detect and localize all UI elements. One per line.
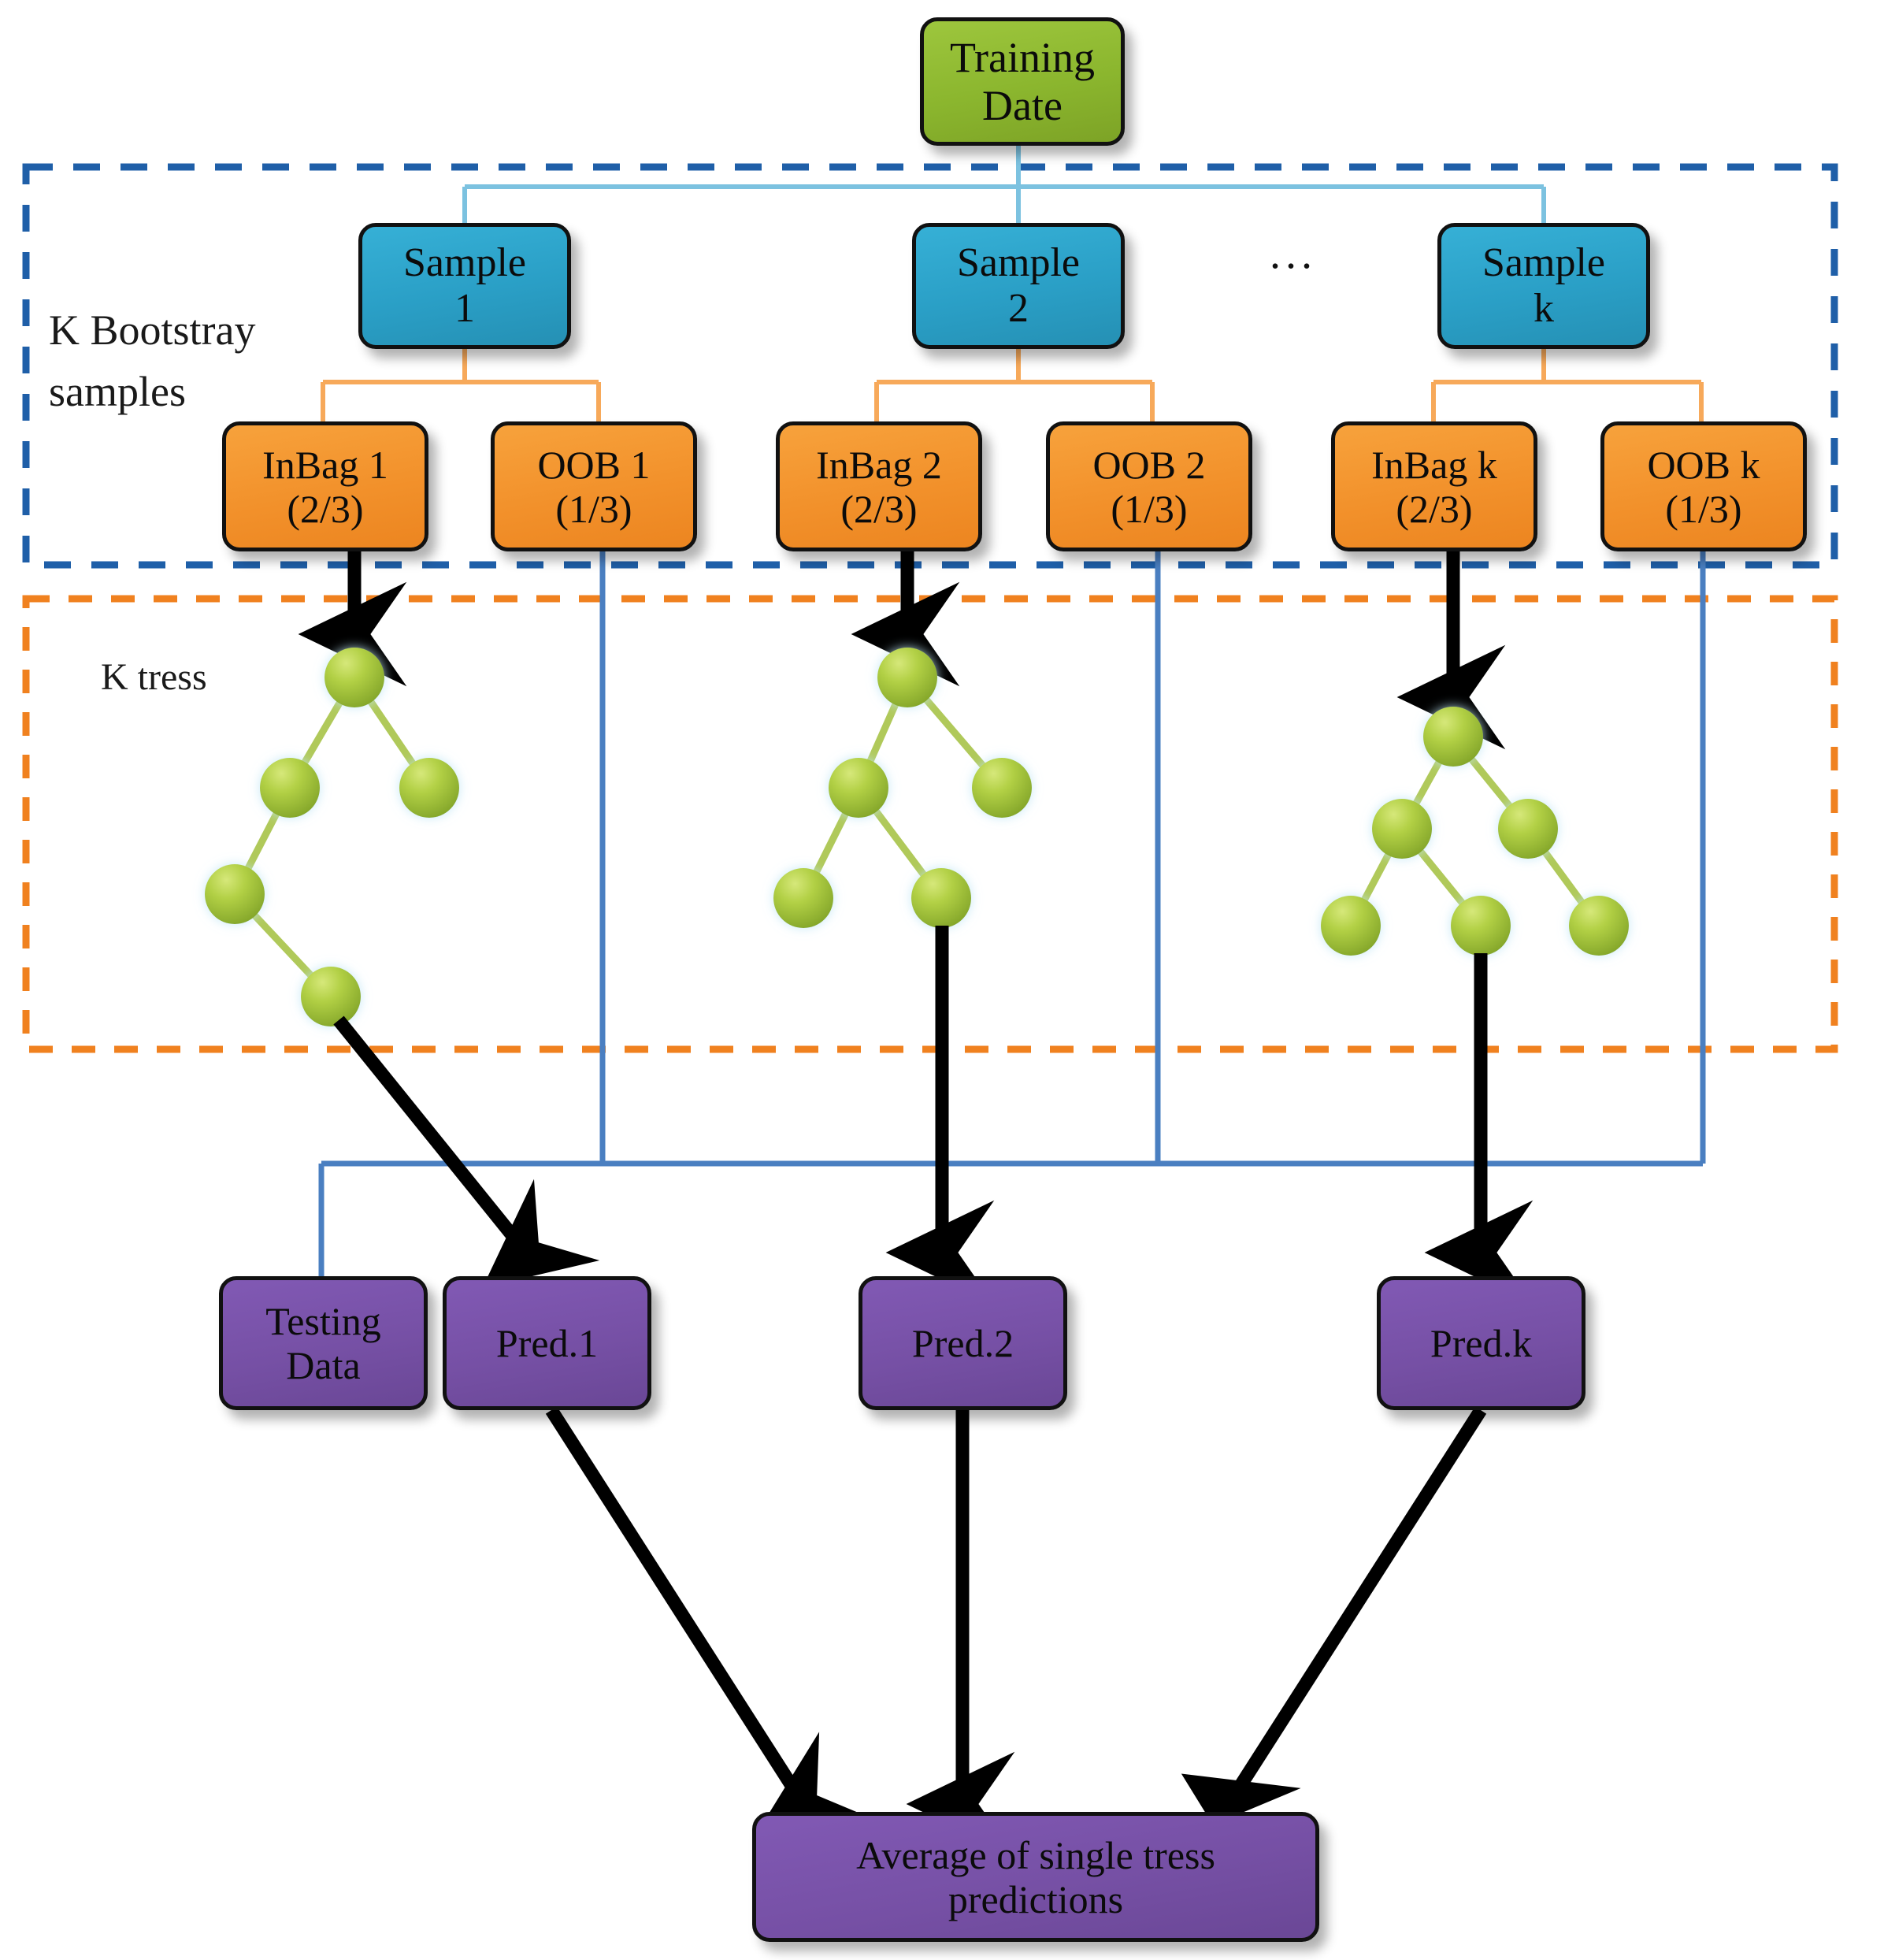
sample-2-box[interactable]: Sample 2	[912, 223, 1125, 349]
decision-tree-3	[1321, 707, 1629, 956]
prediction-2-box[interactable]: Pred.2	[859, 1276, 1067, 1410]
connector-samples-to-partitions	[321, 349, 1704, 421]
connector-training-to-samples	[462, 146, 1546, 223]
prediction-1-box[interactable]: Pred.1	[443, 1276, 651, 1410]
connector-trees-to-predictions	[333, 926, 1534, 1305]
sample-k-box[interactable]: Sample k	[1437, 223, 1650, 349]
inbag-1-box[interactable]: InBag 1 (2/3)	[222, 421, 428, 551]
oob-2-box[interactable]: OOB 2 (1/3)	[1046, 421, 1252, 551]
training-data-box[interactable]: Training Date	[920, 17, 1125, 146]
bootstrap-region-border	[22, 163, 1838, 569]
bootstrap-region-label: K Bootstray samples	[49, 306, 256, 416]
decision-tree-1	[205, 648, 459, 1026]
connector-oob-to-testing-data	[318, 551, 1706, 1276]
sample-1-box[interactable]: Sample 1	[358, 223, 571, 349]
trees-region-label: K tress	[101, 656, 207, 698]
prediction-k-box[interactable]: Pred.k	[1377, 1276, 1585, 1410]
testing-data-box[interactable]: Testing Data	[219, 1276, 428, 1410]
connector-predictions-to-average	[545, 1406, 1487, 1876]
oob-k-box[interactable]: OOB k (1/3)	[1600, 421, 1807, 551]
average-predictions-box[interactable]: Average of single tress predictions	[752, 1812, 1319, 1942]
inbag-2-box[interactable]: InBag 2 (2/3)	[776, 421, 982, 551]
decision-tree-2	[773, 648, 1032, 928]
connector-inbag-to-trees	[298, 551, 1506, 750]
oob-1-box[interactable]: OOB 1 (1/3)	[491, 421, 697, 551]
ellipsis-indicator: ...	[1270, 229, 1317, 278]
inbag-k-box[interactable]: InBag k (2/3)	[1331, 421, 1537, 551]
